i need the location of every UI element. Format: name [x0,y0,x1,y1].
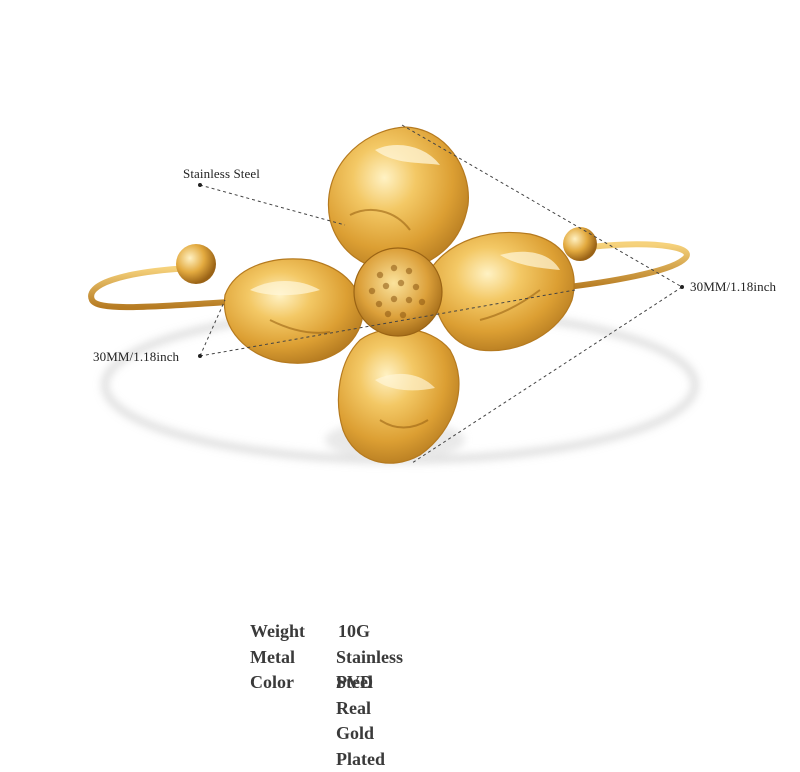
petal-bottom [337,327,460,464]
flower-pendant [223,126,575,464]
spec-value: Stainless Steel [336,646,404,693]
bracelet-photo [88,124,699,464]
spec-value: 10G [338,621,371,641]
spec-value: PVD Real Gold Plated [336,672,385,769]
material-callout: Stainless Steel [183,166,260,181]
ball-end-left [176,244,216,284]
petal-left [223,258,363,364]
dimension-callout-right: 30MM/1.18inch [690,279,777,294]
callout-dots [198,183,684,358]
ball-end-right [563,227,597,261]
spec-key: Metal [250,646,295,667]
flower-center [353,247,443,337]
callout-lines [199,124,683,464]
spec-key: Weight [250,621,306,641]
petal-right [429,231,575,352]
dimension-callout-left: 30MM/1.18inch [93,349,180,364]
cuff-wire [88,241,690,311]
spec-key: Color [250,672,294,692]
